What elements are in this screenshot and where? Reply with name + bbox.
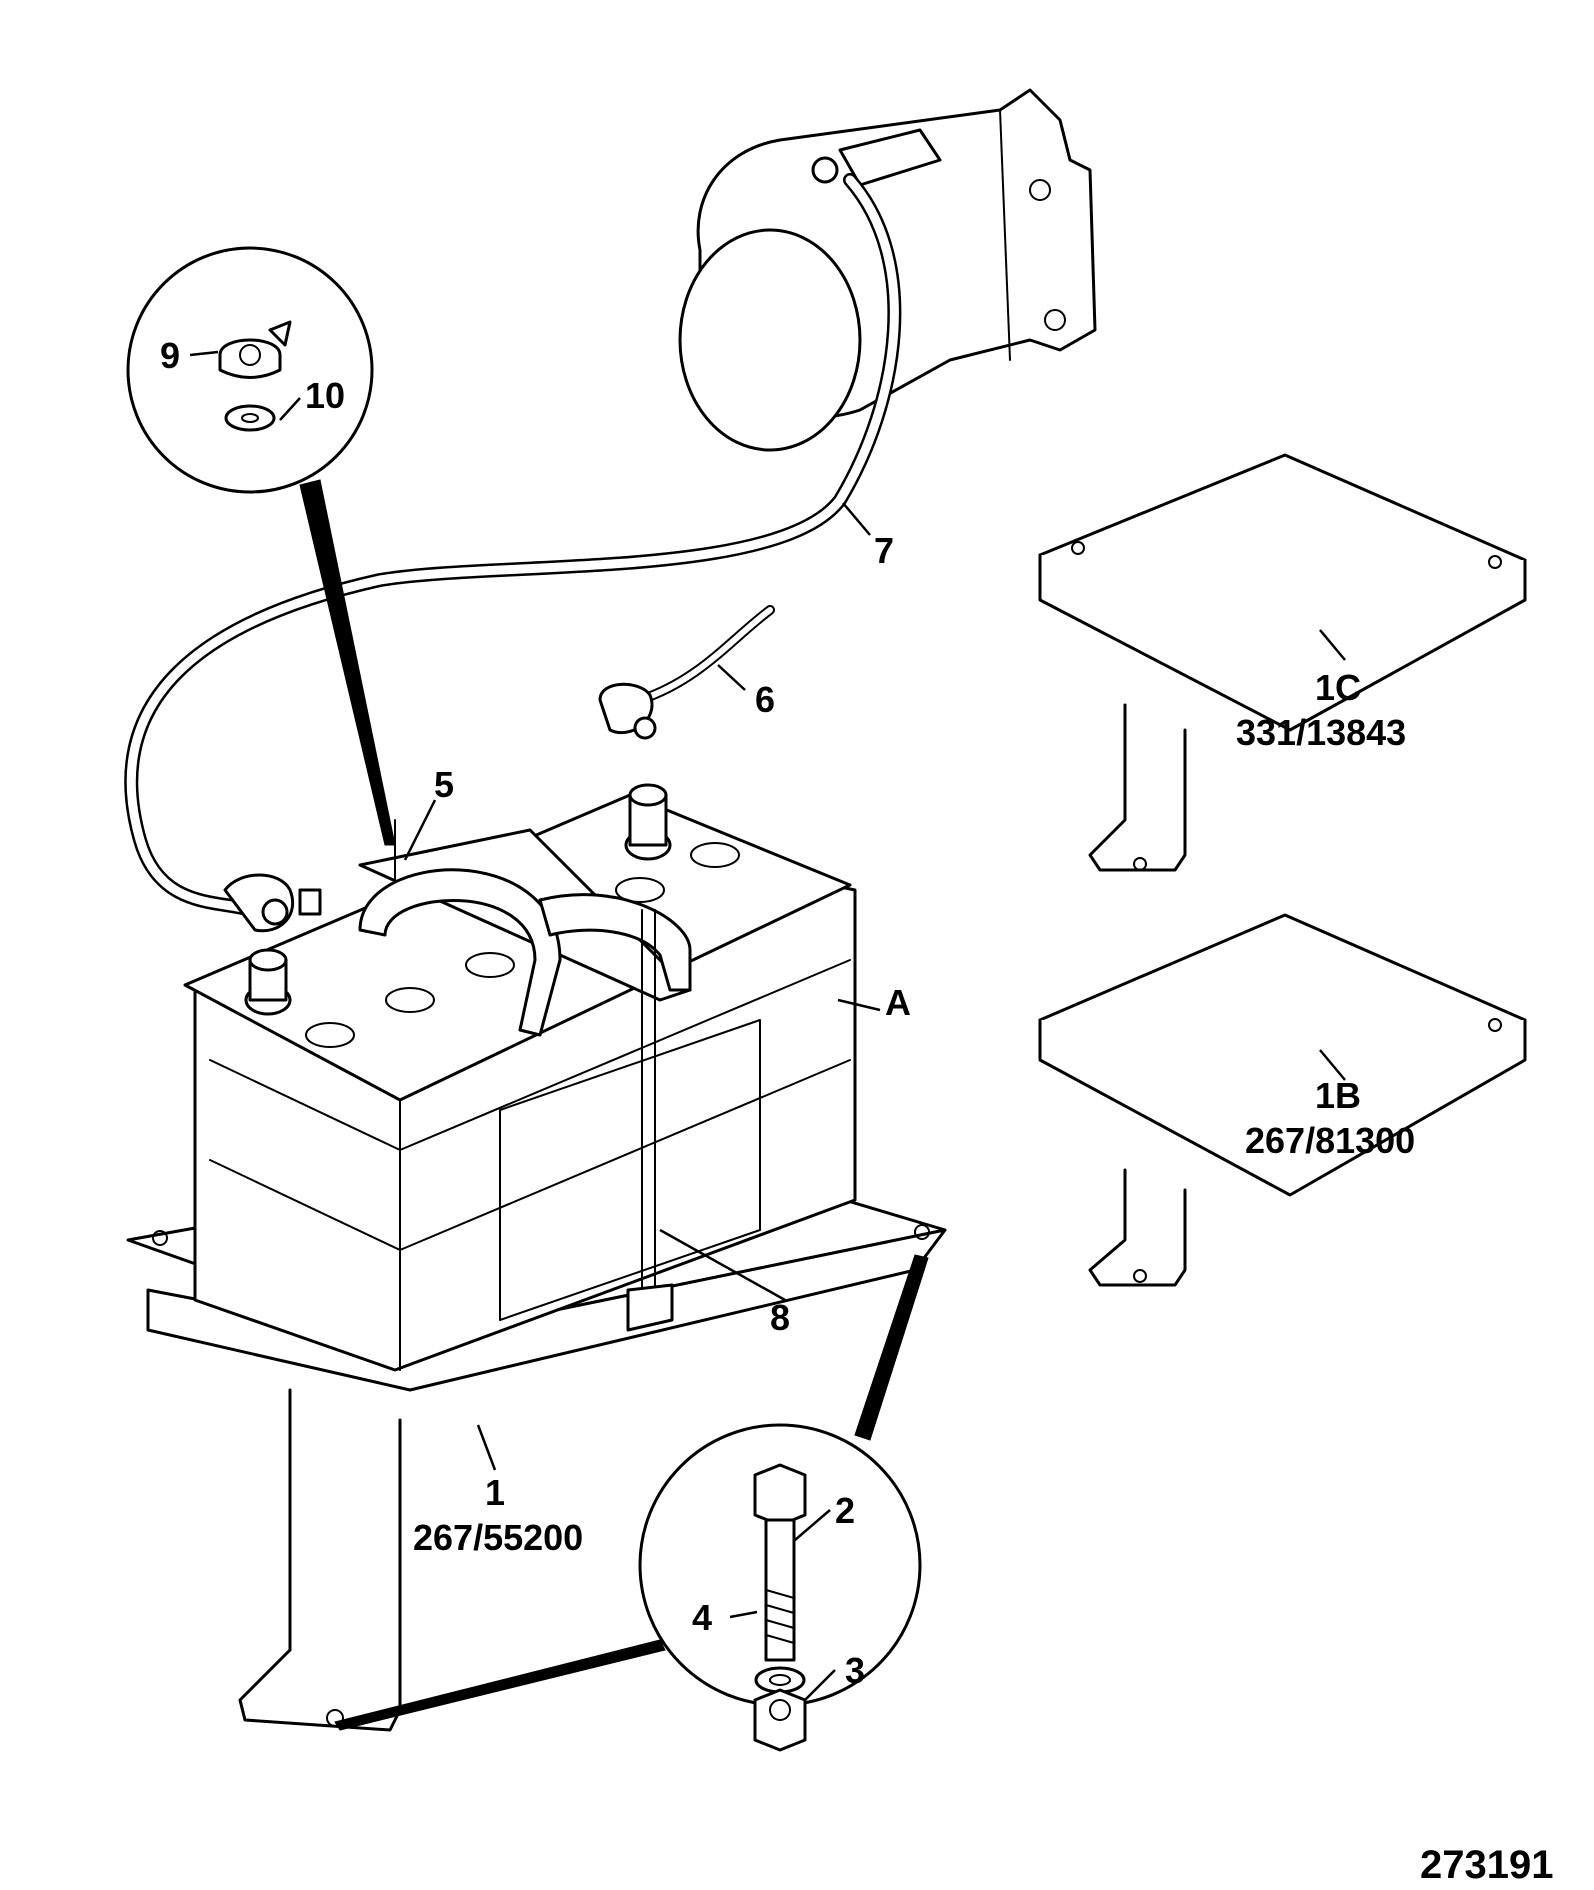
detail-circle-wing-nut xyxy=(126,246,396,846)
callout-1: 1 xyxy=(485,1472,505,1513)
callout-4: 4 xyxy=(692,1597,712,1638)
leader-lines xyxy=(189,350,1346,1701)
callout-5: 5 xyxy=(434,764,454,805)
drawing-number: 273191 xyxy=(1420,1843,1553,1887)
callout-6: 6 xyxy=(755,679,775,720)
detail-circle-bolt xyxy=(334,1254,929,1752)
starter-cable xyxy=(124,173,902,917)
callouts: 9 10 5 6 7 8 A 1 267/55200 1C 331/13843 … xyxy=(160,335,1553,1887)
callout-3: 3 xyxy=(845,1650,865,1691)
cable-terminal xyxy=(223,873,322,933)
callout-7: 7 xyxy=(874,530,894,571)
battery-bracket-1c xyxy=(1038,453,1527,872)
callout-8: 8 xyxy=(770,1297,790,1338)
starter-motor xyxy=(678,88,1097,452)
callout-a: A xyxy=(885,982,911,1023)
battery-bracket-1b xyxy=(1038,913,1527,1287)
callout-1b: 1B xyxy=(1315,1075,1361,1116)
callout-10: 10 xyxy=(305,375,345,416)
callout-1b-part-number: 267/81300 xyxy=(1245,1120,1415,1161)
callout-1c-part-number: 331/13843 xyxy=(1236,712,1406,753)
callout-1c: 1C xyxy=(1315,667,1361,708)
battery-clamp xyxy=(358,819,692,1332)
earth-cable xyxy=(598,605,775,740)
callout-9: 9 xyxy=(160,335,180,376)
callout-2: 2 xyxy=(835,1490,855,1531)
callout-1-part-number: 267/55200 xyxy=(413,1517,583,1558)
